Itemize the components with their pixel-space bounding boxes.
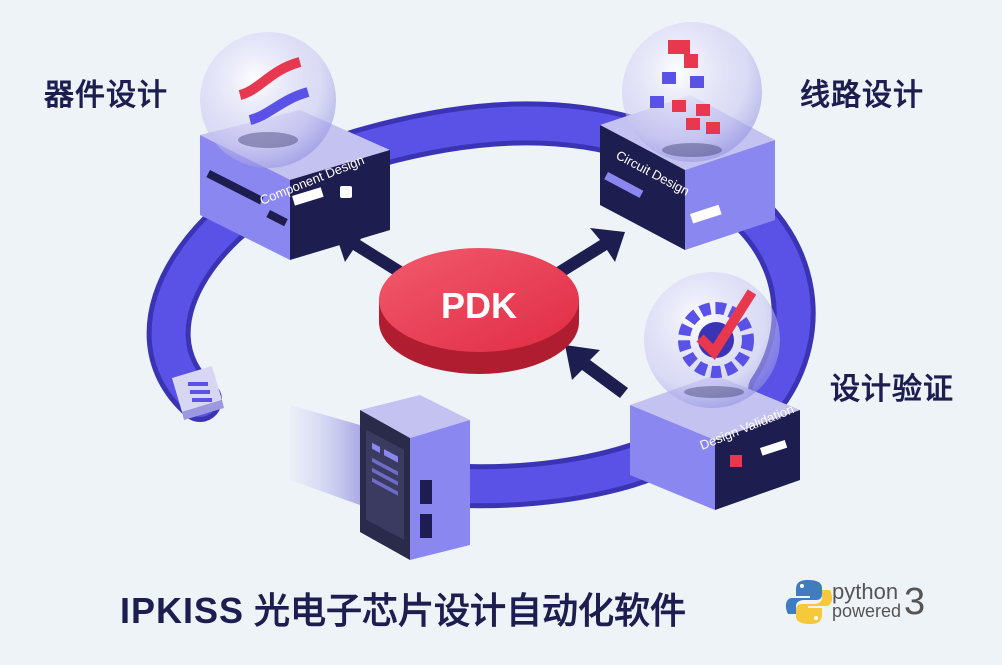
python-version: 3 [904,581,926,623]
python-word: python [832,579,899,604]
circuit-bubble [622,22,762,162]
circuit-tree-icon [650,40,722,157]
powered-word: powered [832,601,902,621]
arrow-component-pdk [335,228,405,278]
component-design-zh: 器件设计 [44,78,168,113]
pdk-label: PDK [441,285,517,326]
pipe-end-cap [172,366,224,420]
gear-check-icon [678,289,757,398]
design-validation-station [630,272,800,510]
component-bubble [200,32,336,168]
arrow-circuit-pdk [555,228,625,278]
waveguide-icon [238,57,310,148]
footer-brand: IPKISS [120,590,245,631]
footer-subtitle: 光电子芯片设计自动化软件 [254,591,687,632]
circuit-design-station [600,22,775,250]
design-validation-zh: 设计验证 [830,372,954,407]
software-window [290,395,470,560]
python-logo-icon [785,580,833,624]
circuit-design-zh: 线路设计 [800,78,924,113]
component-design-station [200,32,390,260]
python-powered-badge: python powered 3 [786,577,936,629]
pdk-hub: PDK [379,248,579,374]
arrow-validation-pdk [565,345,628,398]
